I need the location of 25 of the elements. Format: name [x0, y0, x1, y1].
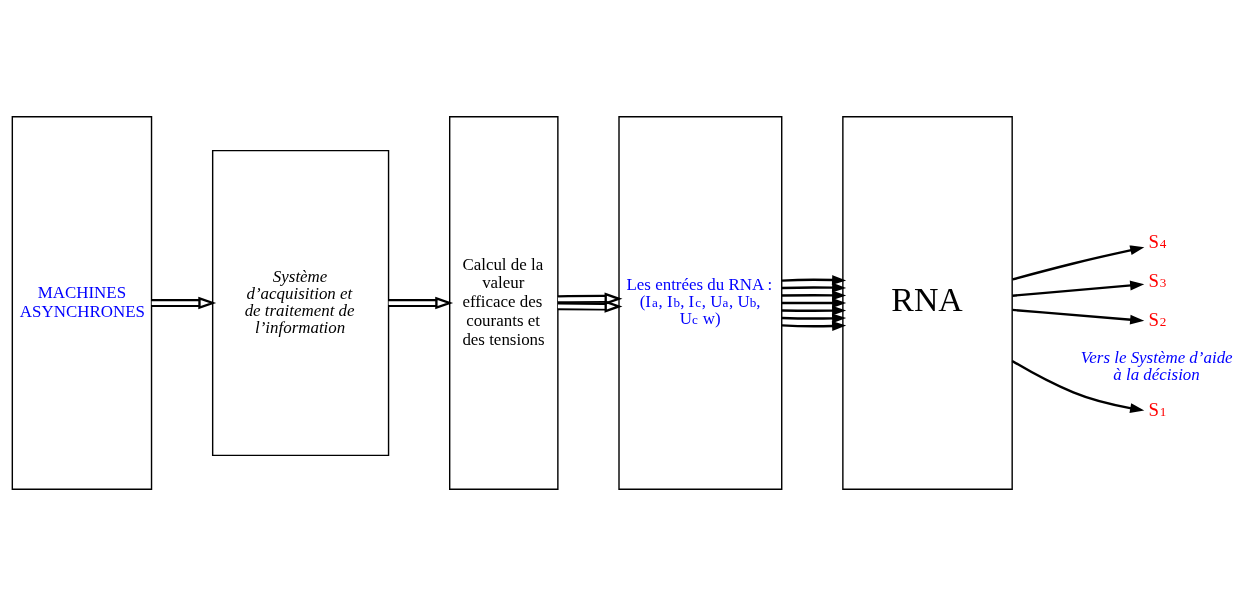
node-box: Système d’acquisition et de traitement de l’information: [211, 149, 390, 456]
node-text: S2: [1148, 308, 1167, 330]
node-text: S1: [1148, 398, 1167, 420]
arrow: [781, 289, 847, 300]
arrow: [782, 297, 847, 308]
arrow: [1012, 244, 1145, 281]
node-text: S3: [1148, 269, 1167, 291]
arrow: [781, 320, 847, 331]
arrow: [1011, 359, 1145, 413]
node-text: S4: [1148, 230, 1167, 252]
label: Vers le Système d’aide à la décision: [1080, 347, 1233, 384]
arrow: [781, 312, 847, 323]
node-box: Les entrées du RNA : (Ia, Ib, Ic, Ua, Ub, Uc w): [618, 115, 783, 490]
arrow: [557, 299, 623, 313]
arrow: [388, 296, 454, 309]
arrow: [151, 296, 217, 309]
node-box: MACHINES ASYNCHRONES: [11, 115, 153, 490]
arrow: [1012, 308, 1145, 325]
node-box: Calcul de la valeur efficace des courants et des tensions: [449, 115, 559, 490]
arrow: [781, 305, 847, 316]
arrow: [1012, 280, 1145, 297]
arrow: [781, 274, 847, 285]
arrow: [781, 282, 847, 293]
arrow: [557, 292, 623, 305]
node-box: RNA: [842, 115, 1013, 490]
